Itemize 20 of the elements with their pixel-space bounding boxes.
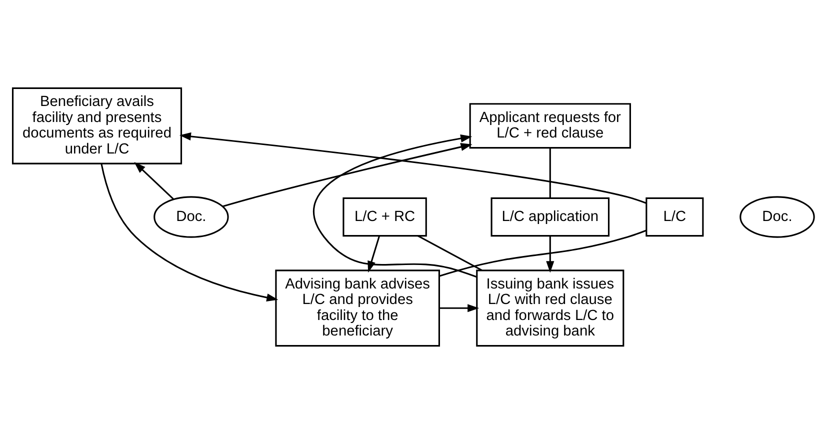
arrow: [368, 235, 380, 272]
arrow: [134, 162, 174, 200]
arrow: [100, 162, 278, 301]
arrow: [440, 304, 480, 312]
node-box: Applicant requests for L/C + red clause: [469, 102, 631, 148]
node-box: L/C application: [490, 196, 610, 236]
node-box: L/C: [646, 196, 704, 236]
node-box: Issuing bank issues L/C with red clause and forwards L/C to advising bank: [476, 269, 624, 346]
connector: [549, 148, 551, 198]
node-box: L/C + RC: [342, 196, 427, 236]
node-box: Beneficiary avails facility and presents documents as required under L/C: [12, 86, 182, 164]
arrow: [222, 142, 472, 207]
arrow: [313, 134, 477, 278]
connector: [438, 229, 646, 276]
node-box: Advising bank advises L/C and provides facility to the beneficiary: [275, 269, 440, 346]
node-ellipse: Doc.: [154, 196, 229, 238]
arrow: [179, 132, 646, 204]
node-ellipse: Doc.: [740, 196, 815, 238]
connector: [417, 234, 482, 271]
arrow: [546, 236, 554, 272]
